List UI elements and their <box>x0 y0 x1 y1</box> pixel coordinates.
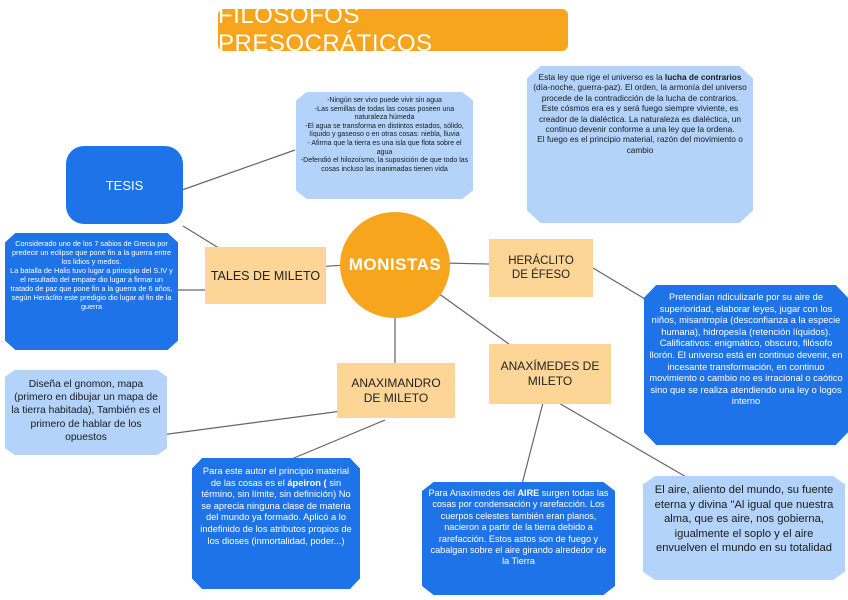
tales-agua-line: -Defendió el hilozoísmo, la suposición d… <box>300 157 469 173</box>
anaximenes-cita-box: El aire, aliento del mundo, su fuente et… <box>643 476 845 580</box>
tales-bio-line: La batalla de Halis tuvo lugar a princip… <box>10 266 173 311</box>
center-node-monistas: MONISTAS <box>340 212 450 318</box>
tesis-node: TESIS <box>66 146 183 224</box>
anaximandro-apeiron-box: Para este autor el principio material de… <box>192 458 360 589</box>
heraclito-ley-bold: lucha de contrarios <box>664 72 742 82</box>
anaximandro-gnomon-box: Diseña el gnomon, mapa (primero en dibuj… <box>5 370 167 455</box>
tales-agua-line: -El agua se transforma en distintos esta… <box>305 122 464 139</box>
tales-node: TALES DE MILETO <box>205 247 326 304</box>
tales-bio-line: Considerado uno de los 7 sabios de Greci… <box>11 239 171 266</box>
anaximenes-aire-post: surgen todas las cosas por condensación … <box>430 488 609 567</box>
page-title: FILÓSOFOS PRESOCRÁTICOS <box>218 2 568 57</box>
tales-agua-line: -Las semillas de todas las cosas poseen … <box>314 105 455 122</box>
anaximenes-node: ANAXÍMEDES DE MILETO <box>489 344 611 404</box>
anaximandro-apeiron-post: sin término, sin límite, sin definición)… <box>200 477 352 546</box>
heraclito-bio-box: Pretendían ridiculizarle por su aire de … <box>644 285 848 445</box>
anaximandro-apeiron-pre: Para este autor el principio material de… <box>202 466 350 488</box>
heraclito-node: HERÁCLITO DE ÉFESO <box>489 239 593 297</box>
tales-agua-box: -Ningún ser vivo puede vivir sin agua -L… <box>296 92 473 199</box>
tales-bio-box: Considerado uno de los 7 sabios de Greci… <box>5 233 178 350</box>
anaximenes-aire-pre: Para Anaxímedes del <box>428 488 518 498</box>
tales-agua-line: - Afirma que la tierra es una isla que f… <box>307 139 462 156</box>
anaximandro-node: ANAXIMANDRO DE MILETO <box>337 363 455 418</box>
anaximenes-aire-bold: AIRE <box>517 488 540 498</box>
heraclito-ley-post: (día-noche, guerra-paz). El orden, la ar… <box>533 82 747 135</box>
tales-agua-line: -Ningún ser vivo puede vivir sin agua <box>327 97 442 104</box>
heraclito-ley-text: Esta ley que rige el universo es la luch… <box>533 72 747 134</box>
heraclito-ley-box: Esta ley que rige el universo es la luch… <box>527 66 753 223</box>
anaximandro-apeiron-bold: ápeiron ( <box>287 477 327 488</box>
heraclito-fuego-text: El fuego es el principio material, razón… <box>537 134 743 155</box>
heraclito-ley-pre: Esta ley que rige el universo es la <box>538 72 665 82</box>
anaximenes-aire-box: Para Anaxímedes del AIRE surgen todas la… <box>422 482 615 595</box>
